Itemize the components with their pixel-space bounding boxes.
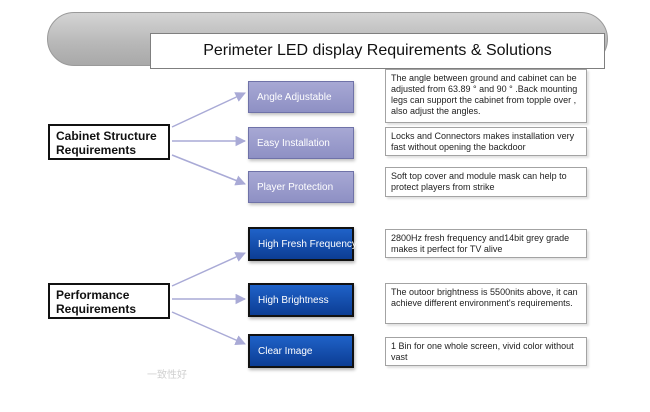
- title-banner: Perimeter LED display Requirements & Sol…: [47, 12, 608, 69]
- arrow-angle-adjustable: [171, 92, 246, 128]
- tag-high-fresh-frequency: High Fresh Frequency: [248, 227, 357, 261]
- desc-angle-adjustable: The angle between ground and cabinet can…: [385, 69, 587, 123]
- arrow-clear-image: [171, 311, 246, 346]
- desc-easy-installation: Locks and Connectors makes installation …: [385, 127, 587, 156]
- page-title: Perimeter LED display Requirements & Sol…: [150, 33, 605, 69]
- arrow-player-protection: [171, 154, 246, 186]
- watermark-text: 一致性好: [147, 370, 187, 381]
- arrow-high-fresh-frequency: [171, 252, 246, 287]
- desc-clear-image: 1 Bin for one whole screen, vivid color …: [385, 337, 587, 366]
- desc-player-protection: Soft top cover and module mask can help …: [385, 167, 587, 197]
- tag-clear-image: Clear Image: [248, 334, 354, 368]
- desc-high-brightness: The outoor brightness is 5500nits above,…: [385, 283, 587, 324]
- tag-high-brightness: High Brightness: [248, 283, 354, 317]
- tag-easy-installation: Easy Installation: [248, 127, 354, 159]
- category-performance: Performance Requirements: [48, 283, 170, 319]
- category-cabinet-structure: Cabinet Structure Requirements: [48, 124, 170, 160]
- desc-high-fresh-frequency: 2800Hz fresh frequency and14bit grey gra…: [385, 229, 587, 258]
- tag-angle-adjustable: Angle Adjustable: [248, 81, 354, 113]
- tag-player-protection: Player Protection: [248, 171, 354, 203]
